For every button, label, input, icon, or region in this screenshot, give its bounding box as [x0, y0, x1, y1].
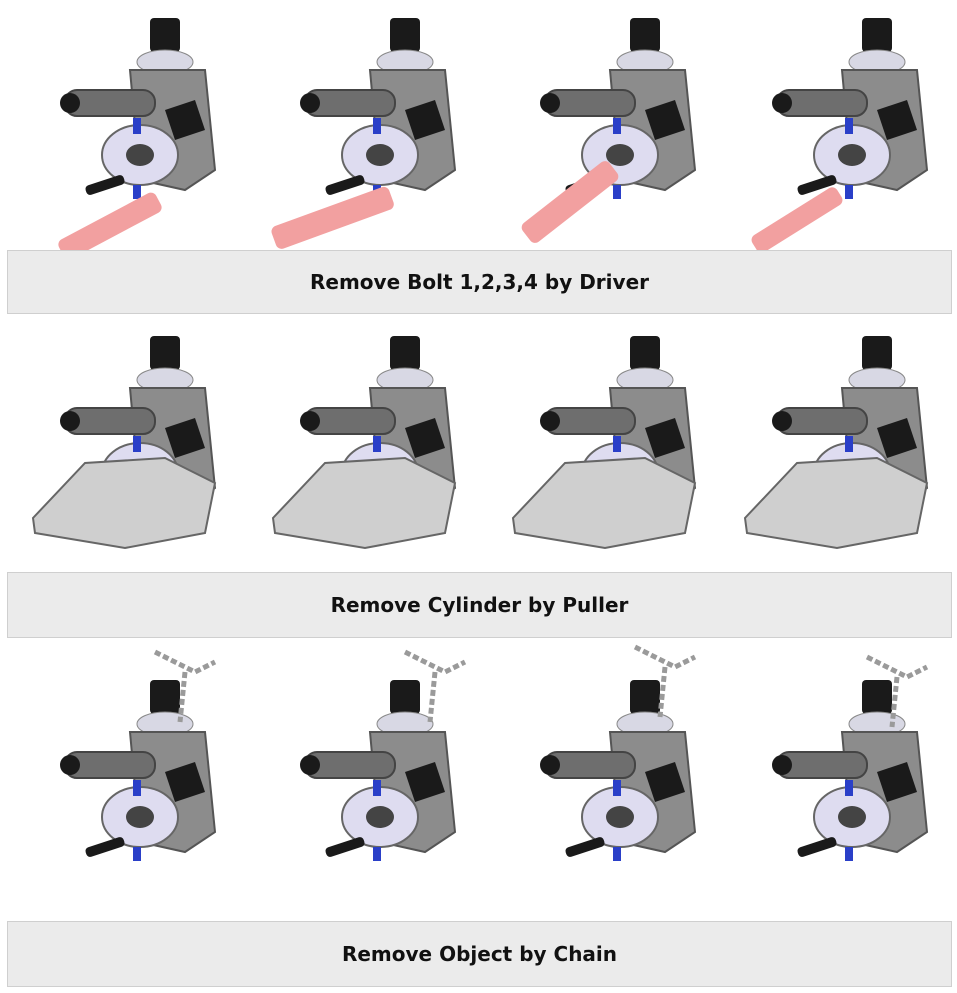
caption-text: Remove Bolt 1,2,3,4 by Driver — [310, 270, 649, 294]
stage-puller: Remove Cylinder by Puller — [0, 318, 957, 638]
puller-step-3 — [495, 318, 725, 568]
screwdriver-icon — [58, 192, 162, 250]
chain-icon — [153, 649, 217, 723]
stage-driver: Remove Bolt 1,2,3,4 by Driver — [0, 0, 957, 318]
caption-text: Remove Object by Chain — [341, 942, 618, 966]
puller-icon — [511, 456, 697, 550]
stage-chain: Remove Object by Chain — [0, 642, 957, 993]
chain-step-3 — [495, 642, 725, 917]
puller-step-4 — [727, 318, 957, 568]
caption-text: Remove Cylinder by Puller — [330, 593, 629, 617]
driver-step-1 — [15, 0, 245, 250]
valve-assembly-icon — [511, 335, 697, 550]
puller-icon — [31, 456, 217, 550]
screwdriver-icon — [271, 186, 394, 249]
puller-step-2 — [255, 318, 485, 568]
chain-icon — [865, 654, 929, 728]
chain-step-4 — [727, 642, 957, 917]
chain-step-2 — [255, 642, 485, 917]
valve-assembly-icon — [31, 335, 217, 550]
valve-assembly-icon — [743, 335, 929, 550]
valve-assembly-icon — [751, 17, 928, 250]
stage-caption: Remove Bolt 1,2,3,4 by Driver — [7, 250, 952, 314]
valve-assembly-icon — [271, 17, 456, 249]
screwdriver-icon — [521, 161, 619, 243]
valve-assembly-icon — [271, 335, 457, 550]
valve-assembly-icon — [521, 17, 696, 243]
valve-assembly-icon — [58, 17, 216, 250]
puller-step-1 — [15, 318, 245, 568]
stage-caption: Remove Cylinder by Puller — [7, 572, 952, 638]
driver-step-4 — [727, 0, 957, 250]
puller-icon — [743, 456, 929, 550]
driver-step-3 — [495, 0, 725, 250]
chain-icon — [403, 649, 467, 723]
valve-assembly-icon — [539, 644, 697, 862]
valve-assembly-icon — [299, 649, 467, 862]
valve-assembly-icon — [771, 654, 929, 862]
chain-icon — [633, 644, 697, 718]
stage-caption: Remove Object by Chain — [7, 921, 952, 987]
valve-assembly-icon — [59, 649, 217, 862]
driver-step-2 — [255, 0, 485, 250]
chain-step-1 — [15, 642, 245, 917]
screwdriver-icon — [751, 187, 843, 250]
puller-icon — [271, 456, 457, 550]
